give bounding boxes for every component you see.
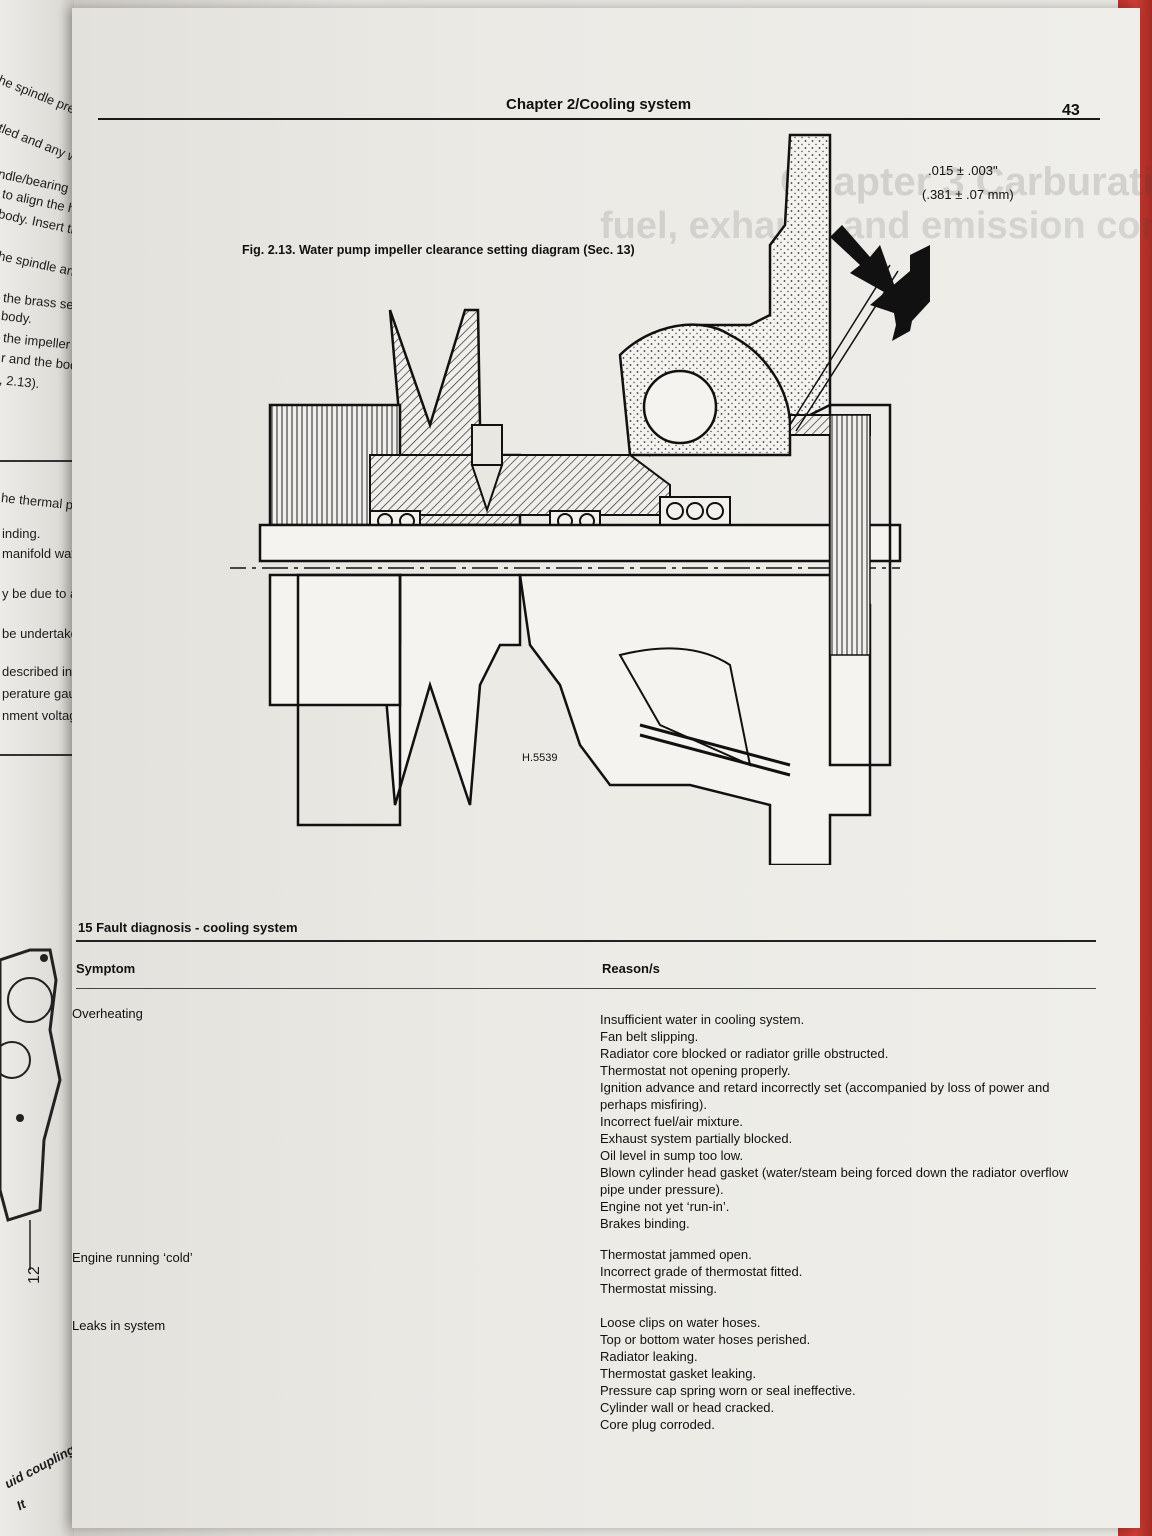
reason-item: Radiator leaking. [600, 1349, 698, 1364]
table-top-rule [76, 940, 1096, 942]
gasket-illustration [0, 948, 62, 1270]
reasons-leaks: Loose clips on water hoses. Top or botto… [600, 1314, 1070, 1433]
figure-caption: Fig. 2.13. Water pump impeller clearance… [242, 243, 635, 257]
left-fragment: inding. [2, 526, 41, 541]
column-header-symptom: Symptom [76, 961, 136, 976]
reason-item: Thermostat not opening properly. [600, 1063, 791, 1078]
section-heading: 15 Fault diagnosis - cooling system [78, 920, 298, 935]
left-facing-page: he spindle presse tled and any whi ndle/… [0, 0, 74, 1536]
left-fragment: the impeller to [2, 330, 74, 353]
clearance-metric: (.381 ± .07 mm) [922, 187, 1014, 202]
water-pump-diagram [230, 133, 930, 865]
clearance-imperial: .015 ± .003" [928, 163, 998, 178]
reason-item: Brakes binding. [600, 1216, 690, 1231]
left-fragment: uid coupling [2, 1441, 74, 1492]
page-number: 43 [1062, 102, 1080, 119]
chapter-title: Chapter 2/Cooling system [506, 96, 692, 113]
reason-item: Incorrect grade of thermostat fitted. [600, 1264, 803, 1279]
left-fragment: r and the body [0, 350, 74, 374]
reason-item: Ignition advance and retard incorrectly … [600, 1080, 1050, 1112]
table-header-rule [76, 988, 1096, 989]
left-fragment: perature gauge [2, 686, 74, 701]
left-fragment: tled and any whi [0, 120, 74, 170]
symptom-overheating: Overheating [72, 1006, 143, 1021]
reasons-overheating: Insufficient water in cooling system. Fa… [600, 1011, 1070, 1232]
bleed-through-text: fuel, exhaust and emission control syste… [600, 205, 1152, 247]
left-fragment: he thermal princip [0, 490, 74, 516]
reason-item: Fan belt slipping. [600, 1029, 699, 1044]
reason-item: Exhaust system partially blocked. [600, 1131, 793, 1146]
reason-item: Thermostat gasket leaking. [600, 1366, 757, 1381]
reason-item: Loose clips on water hoses. [600, 1315, 761, 1330]
bleed-through-text: Chapter 3 Carburation, [780, 160, 1152, 204]
left-fragment: It [14, 1496, 29, 1514]
left-fragment: nment voltage sta [2, 708, 74, 723]
reasons-engine-cold: Thermostat jammed open. Incorrect grade … [600, 1246, 1070, 1297]
reason-item: Core plug corroded. [600, 1417, 715, 1432]
figure-reference: H.5539 [522, 752, 558, 764]
left-fragment: he spindle and in [0, 248, 74, 283]
reason-item: Oil level in sump too low. [600, 1148, 744, 1163]
reason-item: Insufficient water in cooling system. [600, 1012, 805, 1027]
symptom-leaks: Leaks in system [72, 1318, 166, 1333]
column-header-reason: Reason/s [602, 961, 660, 976]
reason-item: Incorrect fuel/air mixture. [600, 1114, 744, 1129]
reason-item: Radiator core blocked or radiator grille… [600, 1046, 889, 1061]
left-fragment: body. [0, 308, 33, 327]
left-fragment: , 2.13). [0, 372, 41, 392]
header-rule [98, 118, 1100, 120]
left-fragment: described in Chapt [2, 664, 74, 679]
reason-item: Pressure cap spring worn or seal ineffec… [600, 1383, 856, 1398]
left-fragment: be undertaken with [2, 626, 74, 641]
reason-item: Engine not yet ‘run-in’. [600, 1199, 730, 1214]
left-rule [0, 754, 74, 756]
symptom-engine-cold: Engine running ‘cold’ [72, 1250, 193, 1265]
reason-item: Blown cylinder head gasket (water/steam … [600, 1165, 1069, 1197]
reason-item: Thermostat missing. [600, 1281, 718, 1296]
reason-item: Cylinder wall or head cracked. [600, 1400, 775, 1415]
reason-item: Top or bottom water hoses perished. [600, 1332, 811, 1347]
reason-item: Thermostat jammed open. [600, 1247, 752, 1262]
left-fragment: manifold water [2, 546, 74, 561]
left-fragment: y be due to a loose [2, 586, 74, 601]
left-fragment: he spindle presse [0, 72, 74, 125]
left-rule [0, 460, 74, 462]
